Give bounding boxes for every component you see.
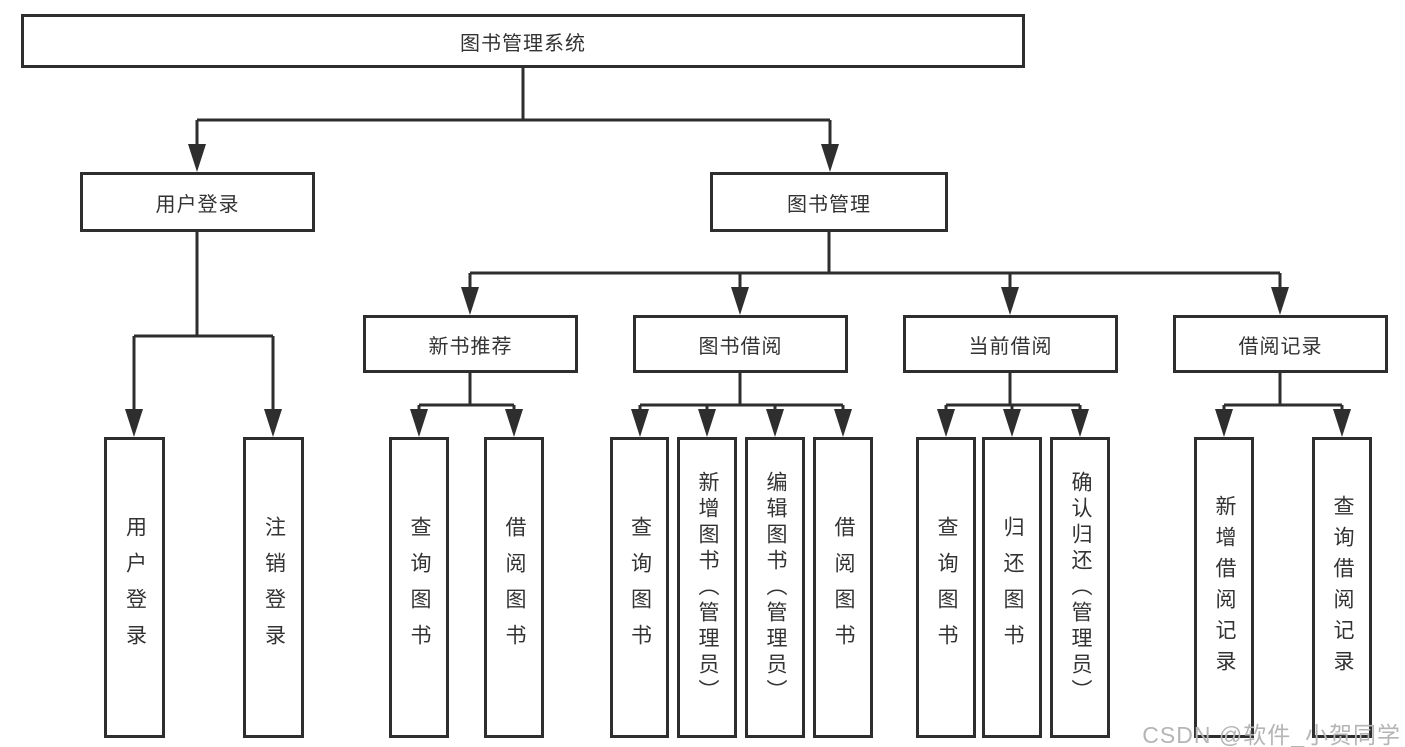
leaf-query-books-current: 查询图书 [916, 437, 976, 738]
node-book-borrowing: 图书借阅 [633, 315, 848, 373]
leaf-borrow-books-recommend: 借阅图书 [484, 437, 544, 738]
leaf-logout: 注销登录 [243, 437, 304, 738]
leaf-add-borrow-record: 新增借阅记录 [1194, 437, 1254, 738]
leaf-user-login: 用户登录 [104, 437, 165, 738]
leaf-return-books: 归还图书 [982, 437, 1042, 738]
leaf-query-books-recommend: 查询图书 [389, 437, 449, 738]
node-user-login: 用户登录 [80, 172, 315, 232]
leaf-confirm-return-admin: 确认归还（管理员） [1050, 437, 1110, 738]
leaf-query-borrow-record: 查询借阅记录 [1312, 437, 1372, 738]
leaf-borrow-books: 借阅图书 [813, 437, 873, 738]
arrowheads [125, 144, 1351, 437]
watermark: CSDN @软件_小贺同学 [1142, 722, 1401, 747]
node-borrowing-records: 借阅记录 [1173, 315, 1388, 373]
node-book-management: 图书管理 [710, 172, 948, 232]
leaf-query-books-borrow: 查询图书 [610, 437, 669, 738]
node-new-book-recommendation: 新书推荐 [363, 315, 578, 373]
leaf-edit-books-admin: 编辑图书（管理员） [745, 437, 805, 738]
node-library-management-system: 图书管理系统 [21, 14, 1025, 68]
node-current-borrowing: 当前借阅 [903, 315, 1118, 373]
leaf-add-books-admin: 新增图书（管理员） [677, 437, 737, 738]
